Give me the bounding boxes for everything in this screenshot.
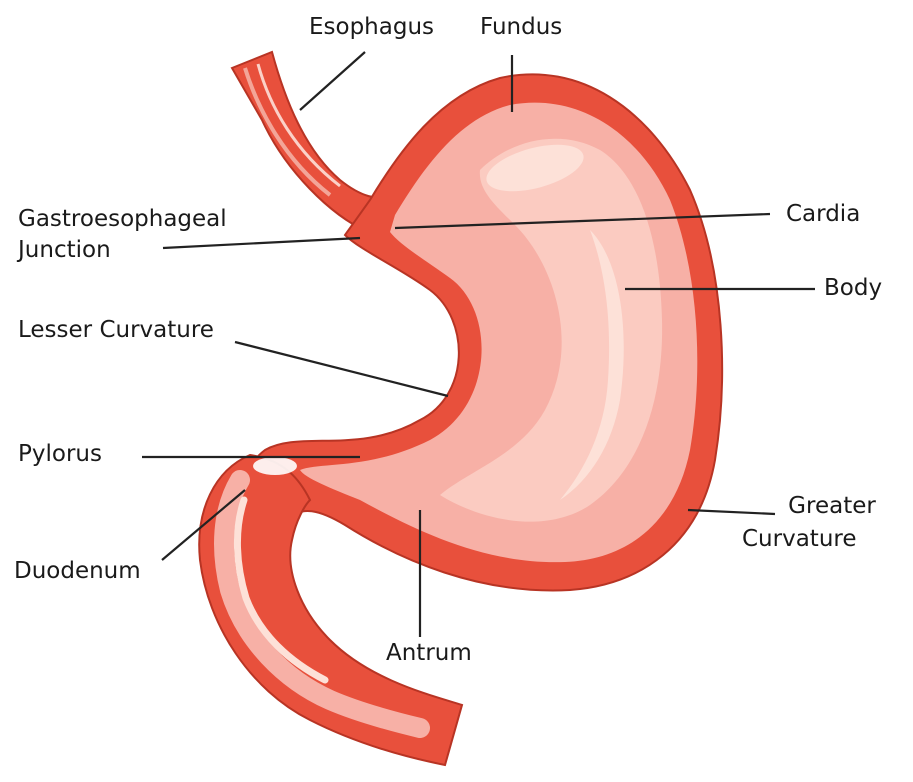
ge-junction-leader-line <box>163 238 360 248</box>
pylorus-label: Pylorus <box>18 441 102 468</box>
ge-junction-label-line1: Gastroesophageal <box>18 206 227 233</box>
greater-curvature-leader-line <box>688 510 775 514</box>
ge-junction-label-line2: Junction <box>18 237 111 264</box>
fundus-label: Fundus <box>480 14 562 41</box>
body-label: Body <box>824 275 882 302</box>
lesser-curvature-leader-line <box>235 342 448 396</box>
lesser-curvature-label: Lesser Curvature <box>18 317 214 344</box>
cardia-label: Cardia <box>786 201 860 228</box>
greater-curvature-label-line2: Curvature <box>742 526 857 553</box>
esophagus-leader-line <box>300 52 365 110</box>
duodenum-label: Duodenum <box>14 558 141 585</box>
greater-curvature-label-line1: Greater <box>772 493 892 520</box>
antrum-label: Antrum <box>386 640 472 667</box>
esophagus-label: Esophagus <box>309 14 434 41</box>
